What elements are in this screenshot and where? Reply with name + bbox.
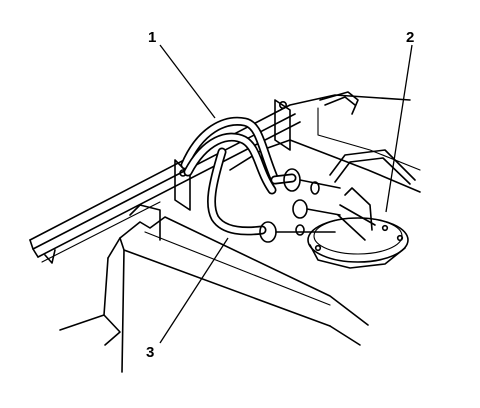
hose-connectors [259,168,341,243]
leader-3 [159,237,229,344]
callout-3: 3 [146,344,154,361]
fuel-sender-assembly [307,149,416,269]
callout-1: 1 [148,29,156,46]
frame-rail [29,94,411,264]
callout-2: 2 [406,29,414,46]
leader-2 [385,44,413,213]
strap-bracket-right [274,99,291,151]
fuel-hoses [180,116,297,236]
leader-1 [159,44,216,119]
leader-lines [159,44,413,344]
